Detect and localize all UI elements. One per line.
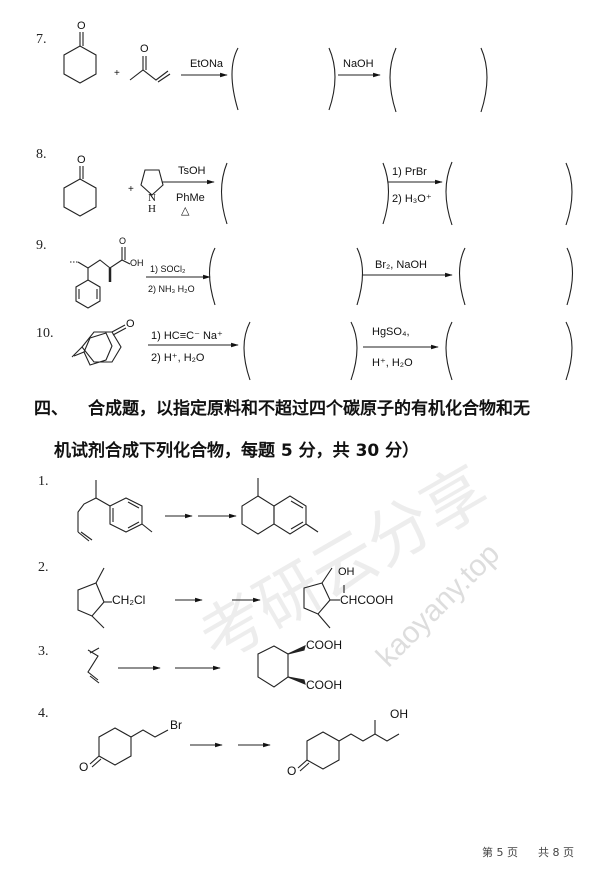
reagent-naoh: NaOH [343, 58, 374, 70]
methylcyclohexanone-structure [73, 332, 113, 366]
chloromethyl-label: CH₂Cl [112, 593, 146, 607]
carboxylic-acid-structure [70, 247, 131, 309]
cyclohexanone-structure [63, 32, 97, 84]
section-title-line1: 合成题，以指定原料和不超过四个碳原子的有机化合物和无 [88, 399, 530, 419]
synthesis4-starting-material [89, 727, 169, 768]
reagent-phme: PhMe [176, 192, 205, 204]
reagent-prbr: 1) PrBr [392, 166, 427, 178]
cooh-bottom-label: COOH [306, 678, 342, 692]
reagent-socl2: 1) SOCl₂ [150, 264, 186, 274]
section-title-line2: 机试剂合成下列化合物，每题 5 分，共 30 分） [54, 441, 420, 461]
question-number: 7. [36, 32, 47, 47]
pyrrolidine-structure [140, 169, 164, 196]
cooh-top-label: COOH [306, 638, 342, 652]
carbonyl-oxygen: O [119, 236, 127, 246]
reagent-acetylide: 1) HC≡C⁻ Na⁺ [151, 330, 223, 342]
question-number: 8. [36, 147, 47, 162]
carbonyl-oxygen: O [126, 318, 135, 330]
plus-sign: + [128, 184, 134, 195]
carbonyl-oxygen: O [287, 764, 297, 778]
reagent-nh3: 2) NH₃ H₂O [148, 284, 195, 294]
question-number: 1. [38, 474, 49, 489]
reagent-h-h2o: H⁺, H₂O [372, 357, 413, 369]
reagent-h3o: 2) H₃O⁺ [392, 193, 432, 205]
hydroxyl-label: OH [130, 258, 144, 268]
synthesis1-product [241, 478, 319, 535]
reagent-hgso4: HgSO₄, [372, 326, 410, 338]
plus-sign: + [114, 68, 120, 79]
synthesis1-starting-material [77, 480, 153, 542]
reagent-tsoh: TsOH [178, 165, 206, 177]
carbonyl-oxygen: O [140, 43, 149, 55]
question-number: 10. [36, 326, 54, 341]
bromine-label: Br [170, 718, 182, 732]
hydroxyl-label: OH [338, 566, 355, 578]
carbonyl-oxygen: O [79, 760, 89, 774]
synthesis2-product [303, 567, 345, 629]
chcooh-label: CHCOOH [340, 593, 394, 607]
question-number: 3. [38, 644, 49, 659]
amine-hydrogen: H [148, 203, 156, 215]
hydroxyl-label: OH [390, 707, 408, 721]
butadiene-structure [87, 647, 100, 684]
synthesis4-product [297, 720, 400, 772]
reagent-br2-naoh: Br₂, NaOH [375, 259, 427, 271]
section-number: 四、 [34, 399, 68, 419]
cyclohexanone-structure [63, 166, 97, 217]
total-pages: 共 8 页 [538, 846, 574, 859]
cyclohexane-dicarboxylic-acid-structure [257, 645, 306, 688]
question-number: 4. [38, 706, 49, 721]
page-number: 第 5 页 [482, 846, 518, 859]
question-number: 9. [36, 238, 47, 253]
reagent-h-h2o: 2) H⁺, H₂O [151, 352, 205, 364]
reagent-etona: EtONa [190, 58, 224, 70]
synthesis2-starting-material [77, 567, 112, 629]
heat-symbol: △ [181, 205, 190, 217]
carbonyl-oxygen: O [77, 20, 86, 32]
carbonyl-oxygen: O [77, 154, 86, 166]
amine-nitrogen: N [148, 192, 156, 204]
methyl-vinyl-ketone-structure [129, 56, 171, 83]
question-number: 2. [38, 560, 49, 575]
